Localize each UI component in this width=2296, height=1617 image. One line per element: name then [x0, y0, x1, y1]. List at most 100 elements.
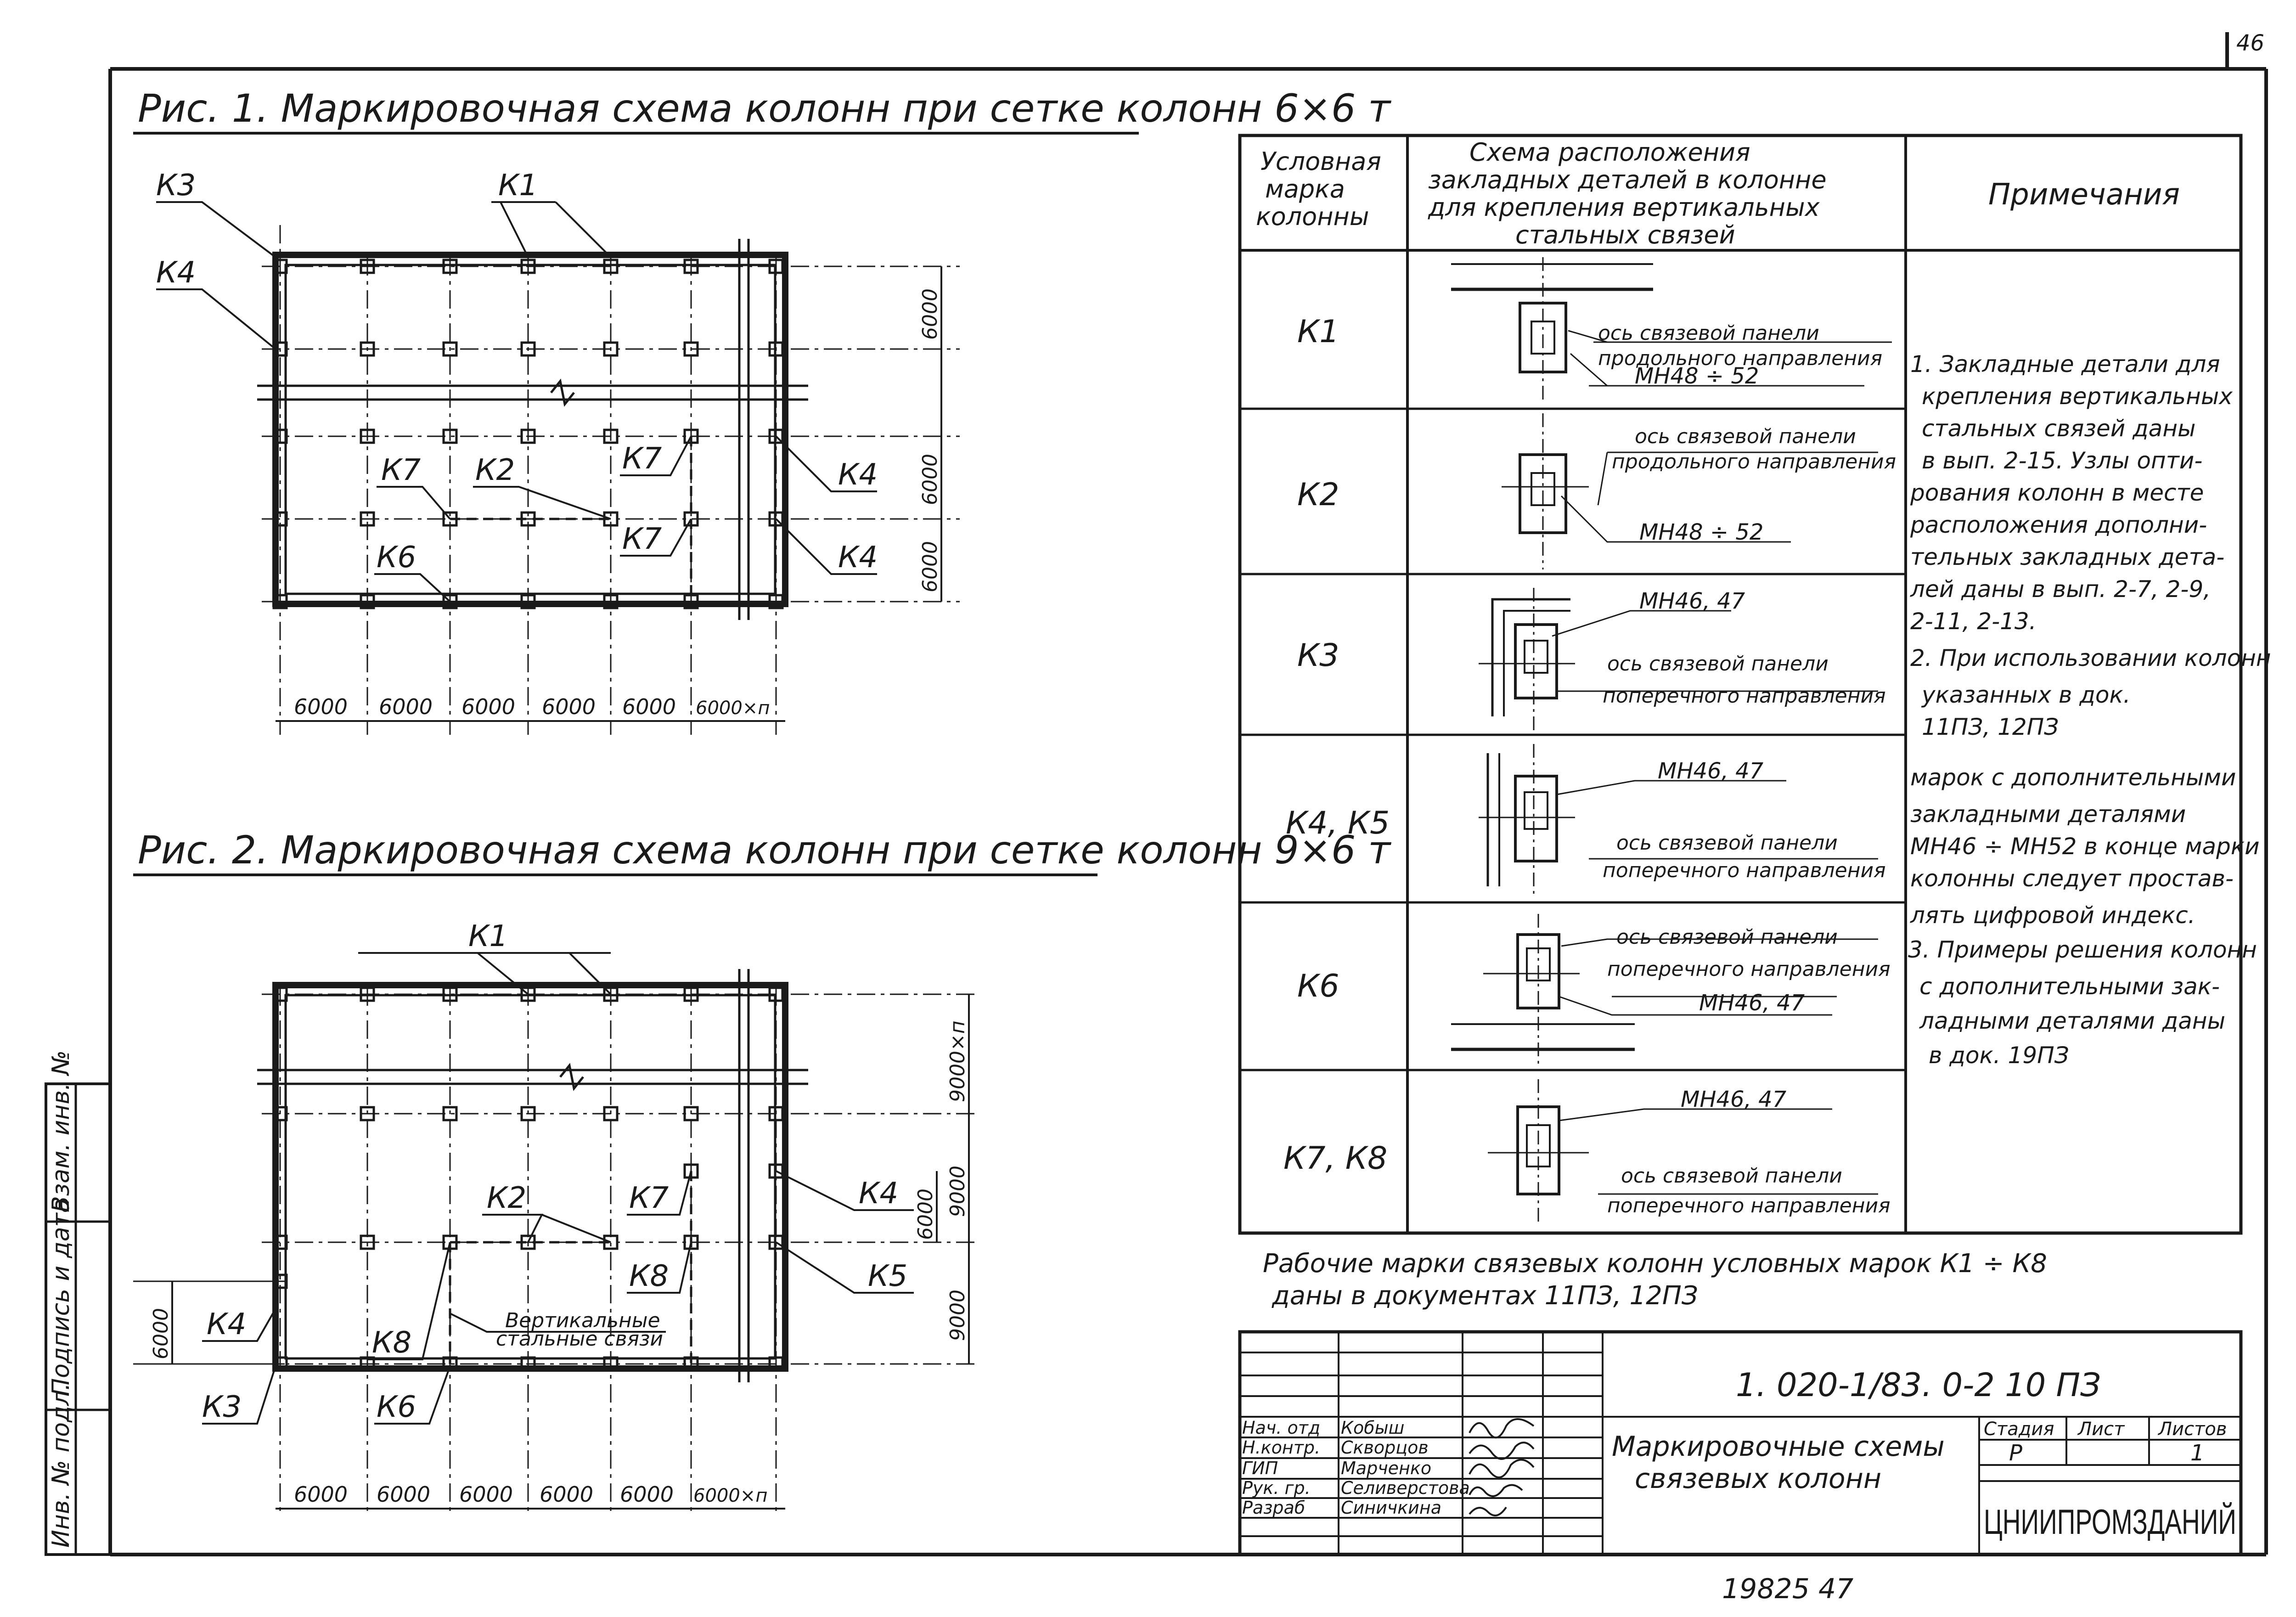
fig2-dim-b6: 6000×п: [693, 1485, 767, 1506]
column-marker: [442, 259, 458, 274]
note-line: марок с дополнительными: [1910, 764, 2236, 791]
row-k2-callout-2: продольного направления: [1612, 450, 1896, 473]
column-marker: [683, 341, 699, 357]
column-marker: [768, 259, 784, 274]
name-3: Марченко: [1341, 1458, 1431, 1478]
column-marker: [683, 986, 699, 1002]
fig1-dim-b6: 6000×п: [696, 698, 770, 719]
note-line: 3. Примеры решения колонн: [1908, 936, 2257, 963]
fig2-axes: [262, 987, 978, 1511]
fig1-dim-r3: 6000: [918, 541, 942, 592]
column-marker: [360, 1234, 375, 1250]
note-line: рования колонн в месте: [1910, 479, 2204, 506]
fig1-label-k3: К3: [156, 169, 196, 203]
fig1-label-k4c: К4: [838, 541, 878, 575]
column-marker: [272, 428, 288, 444]
fig1-columns: [272, 259, 784, 609]
title-block: 1. 020-1/83. 0-2 10 ПЗ Маркировочные схе…: [1238, 1330, 2243, 1556]
column-marker: [768, 341, 784, 357]
fig2-dim-b4: 6000: [540, 1482, 593, 1507]
figure-1: Рис. 1. Маркировочная схема колонн при с…: [133, 86, 1391, 735]
note-line: 11ПЗ, 12ПЗ: [1922, 714, 2059, 740]
column-marker: [272, 1234, 288, 1250]
row-k7k8-scheme: МН46, 47 ось связевой панели поперечного…: [1488, 1079, 1891, 1226]
name-2: Скворцов: [1341, 1437, 1429, 1458]
note-line: с дополнительными зак-: [1919, 973, 2220, 1000]
note-line: закладными деталями: [1910, 801, 2186, 828]
signatures: [1469, 1418, 1535, 1516]
th-scheme-1: Схема расположения: [1469, 138, 1750, 167]
column-marker: [768, 428, 784, 444]
row-k7k8-callout-1: МН46, 47: [1681, 1087, 1787, 1112]
column-marker: [603, 511, 619, 527]
column-marker: [603, 428, 619, 444]
note-line: МН46 ÷ МН52 в конце марки: [1910, 833, 2260, 860]
column-marker: [683, 1356, 699, 1372]
row-k2-callout-3: МН48 ÷ 52: [1639, 519, 1763, 545]
note-line: стальных связей даны: [1922, 415, 2195, 442]
th-notes: Примечания: [1988, 178, 2180, 212]
fig2-dim-b5: 6000: [620, 1482, 674, 1507]
fig2-dim-left: 6000: [149, 1308, 173, 1359]
row-k1-callout-1: ось связевой панели: [1598, 321, 1819, 345]
row-k4k5-callout-2: ось связевой панели: [1616, 831, 1838, 855]
doc-title-1: Маркировочные схемы: [1612, 1431, 1945, 1463]
fig1-label-k1: К1: [498, 169, 538, 203]
column-marker: [683, 1106, 699, 1121]
column-marker: [683, 428, 699, 444]
th-mark-1: Условная: [1261, 147, 1381, 176]
fig2-dim-r3: 9000: [946, 1290, 969, 1341]
column-marker: [272, 511, 288, 527]
fig2-brace-label-2: стальные связи: [496, 1327, 663, 1351]
fig1-dim-b5: 6000: [622, 694, 676, 719]
fig2-label-k7: К7: [629, 1181, 669, 1215]
fig1-label-k7a: К7: [381, 453, 421, 487]
fig2-label-k8b: К8: [372, 1326, 411, 1360]
side-stamp-inv: Инв. № подл.: [47, 1383, 75, 1548]
column-marker: [442, 428, 458, 444]
column-marker: [603, 986, 619, 1002]
column-marker: [603, 594, 619, 609]
column-marker: [520, 1356, 536, 1372]
column-marker: [768, 1356, 784, 1372]
fig2-dim-b2: 6000: [377, 1482, 430, 1507]
row-k3-scheme: МН46, 47 ось связевой панели поперечного…: [1479, 588, 1886, 730]
column-marker: [360, 986, 375, 1002]
column-marker: [603, 341, 619, 357]
column-marker: [520, 986, 536, 1002]
marks-table: Условная марка колонны Схема расположени…: [1238, 134, 2271, 1311]
note-line: лять цифровой индекс.: [1910, 902, 2195, 929]
fig2-label-k6: К6: [377, 1390, 416, 1424]
sheet-frame: [108, 32, 2268, 1556]
role-4: Рук. гр.: [1242, 1478, 1311, 1498]
column-marker: [768, 1106, 784, 1121]
fig2-dim-r2: 9000: [946, 1166, 969, 1217]
th-mark-2: марка: [1265, 175, 1345, 203]
row-mark-k4k5: К4, К5: [1286, 805, 1390, 841]
fig2-dim-inner: 6000: [914, 1189, 937, 1240]
column-marker: [683, 259, 699, 274]
column-marker: [768, 511, 784, 527]
row-k6-callout-2: поперечного направления: [1607, 958, 1891, 981]
row-k1-scheme: ось связевой панели продольного направле…: [1451, 257, 1892, 404]
fig2-dim-r1: 9000×п: [946, 1020, 969, 1102]
th-mark-3: колонны: [1256, 202, 1369, 231]
note-line: тельных закладных дета-: [1910, 544, 2224, 570]
column-marker: [768, 1234, 784, 1250]
role-3: ГИП: [1242, 1458, 1278, 1478]
fig1-label-k6: К6: [377, 541, 416, 575]
fig1-axes: [262, 225, 960, 735]
role-1: Нач. отд: [1242, 1418, 1320, 1438]
note-line: ладными деталями даны: [1919, 1008, 2225, 1034]
note-line: 1. Закладные детали для: [1910, 351, 2220, 377]
name-1: Кобыш: [1341, 1418, 1404, 1438]
fig1-dim-r1: 6000: [918, 288, 942, 340]
fig1-label-k4a: К4: [156, 256, 196, 290]
note-line: 2. При использовании колонн: [1910, 645, 2271, 671]
column-marker: [360, 511, 375, 527]
row-mark-k6: К6: [1297, 968, 1339, 1004]
footer-number: 19825 47: [1722, 1573, 1853, 1605]
stage-value: Р: [2009, 1440, 2022, 1466]
stage-header-sheets: Листов: [2157, 1419, 2227, 1440]
fig2-label-k3: К3: [202, 1390, 242, 1424]
